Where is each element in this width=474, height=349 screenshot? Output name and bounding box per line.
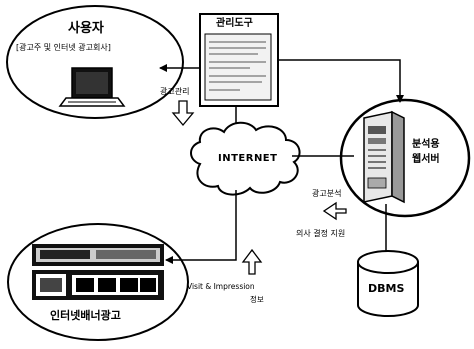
- server-label-line2: 웹서버: [412, 154, 440, 165]
- ad-management-label: 광고관리: [160, 87, 190, 96]
- admin-tool-title: 관리도구: [216, 18, 253, 29]
- ad-analysis-arrow: [322, 201, 347, 221]
- dbms-label: DBMS: [368, 282, 405, 295]
- visit-impression-arrow: [241, 248, 263, 275]
- dbms-cylinder: [357, 250, 419, 317]
- banner-ad-images: [32, 244, 164, 300]
- server-ellipse: [339, 98, 471, 218]
- laptop-icon: [58, 67, 126, 107]
- visit-impression-label-line2: 정보: [250, 295, 264, 304]
- arrow-internet-to-banner: [165, 190, 237, 264]
- ad-management-arrow: [171, 100, 195, 127]
- banner-title: 인터넷배너광고: [50, 309, 121, 322]
- decision-support-label: 의사 결정 지원: [296, 229, 346, 238]
- ad-analysis-label: 광고분석: [312, 189, 342, 198]
- server-label-line1: 분석용: [412, 139, 440, 150]
- visit-impression-label-line1: Visit & Impression: [187, 282, 255, 291]
- internet-label: INTERNET: [218, 153, 278, 164]
- server-tower-icon: [363, 110, 405, 204]
- user-subtitle: [광고주 및 인터넷 광고회사]: [16, 43, 111, 52]
- banner-ellipse: [7, 223, 189, 341]
- user-ellipse: [6, 5, 184, 119]
- user-title: 사용자: [68, 21, 104, 36]
- admin-tool-document: [199, 13, 279, 107]
- internet-cloud: [190, 121, 301, 196]
- line-admin-to-server: [278, 59, 404, 103]
